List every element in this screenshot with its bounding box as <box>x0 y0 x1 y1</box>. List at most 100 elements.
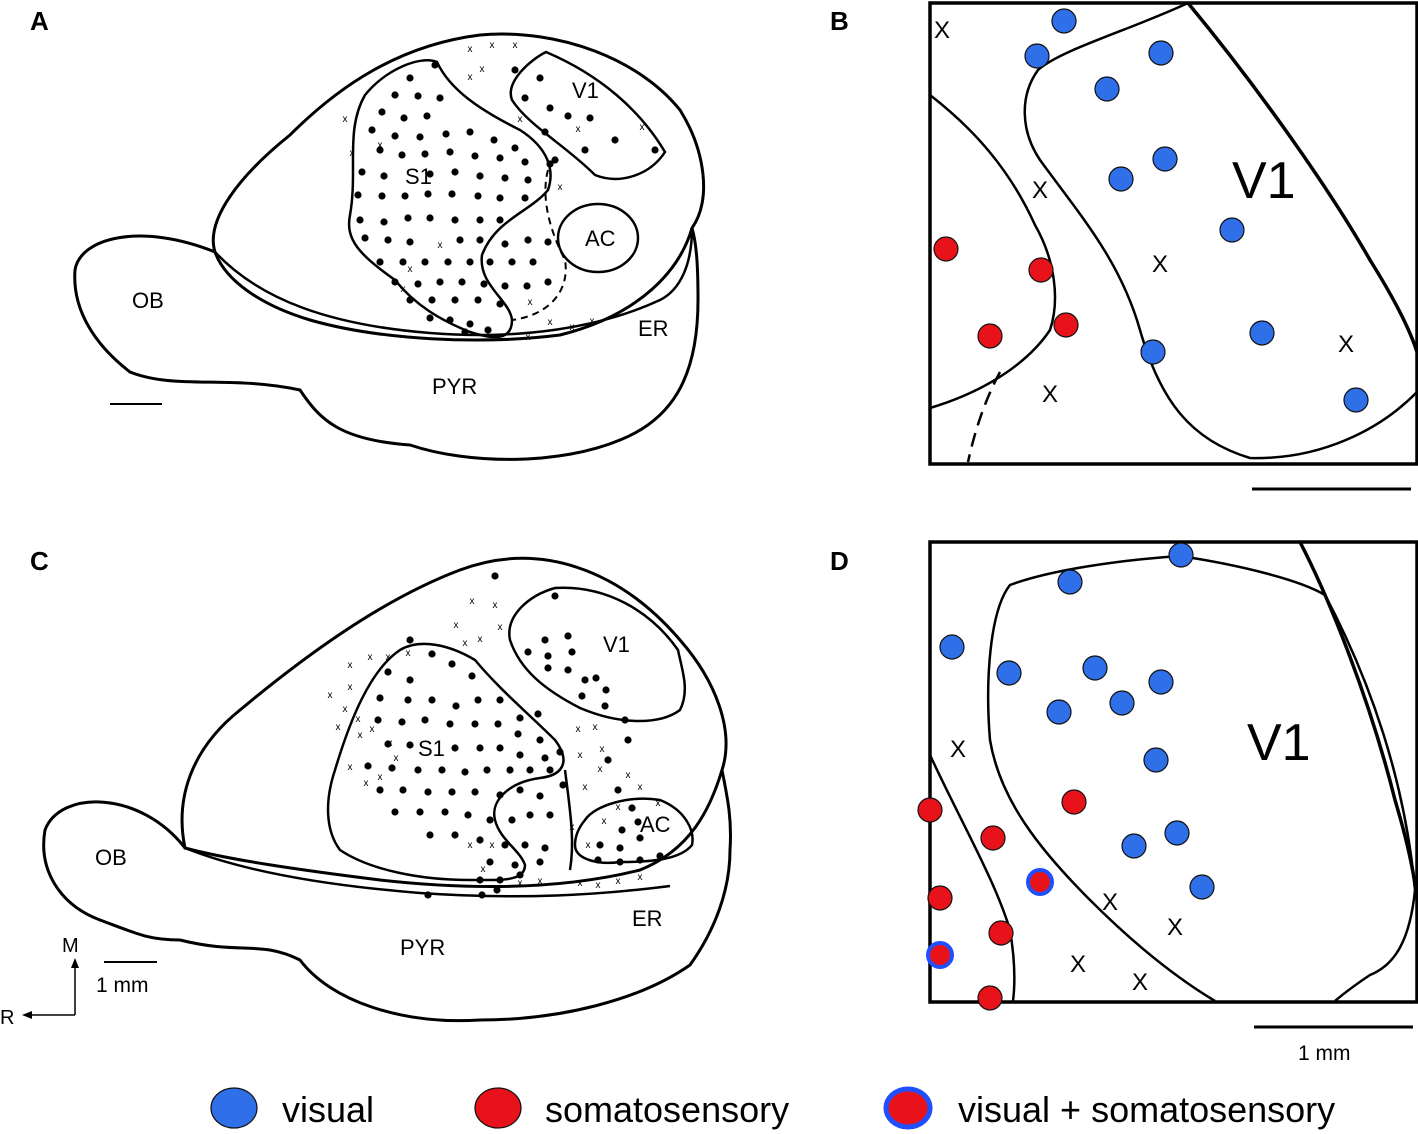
recording-dot <box>436 94 444 102</box>
recording-dot <box>521 94 529 102</box>
recording-dot <box>501 174 509 182</box>
recording-dot <box>544 664 552 672</box>
recording-dot <box>421 258 429 266</box>
recording-dot <box>374 716 382 724</box>
rhinal-line <box>184 846 671 898</box>
recording-dot <box>614 786 622 794</box>
visual-site <box>1108 166 1134 192</box>
x-marker: x <box>493 600 498 611</box>
recording-dot <box>421 150 429 158</box>
recording-dot <box>521 194 529 202</box>
x-marker: x <box>368 652 373 663</box>
recording-dot <box>534 710 542 718</box>
recording-dot <box>541 128 549 136</box>
recording-dot <box>446 316 454 324</box>
recording-dot <box>559 781 567 789</box>
recording-dot <box>391 278 399 286</box>
bimodal-sites <box>926 868 1054 969</box>
x-marker: x <box>406 648 411 659</box>
x-marker: X <box>1102 889 1118 916</box>
recording-dot <box>480 280 488 288</box>
ac-border <box>556 202 640 274</box>
recording-dot <box>474 192 482 200</box>
recording-dot <box>423 112 431 120</box>
recording-dot <box>431 61 439 69</box>
recording-dot <box>426 214 434 222</box>
recording-dot <box>516 786 524 794</box>
recording-dot <box>486 258 494 266</box>
recording-dot <box>426 831 434 839</box>
somatosensory-site <box>933 236 959 262</box>
recording-dot <box>461 328 469 336</box>
v1-border <box>509 50 667 181</box>
x-marker: x <box>596 880 601 891</box>
recording-dot <box>651 146 659 154</box>
somatosensory-site <box>988 920 1014 946</box>
visual-site <box>1219 217 1245 243</box>
recording-dot <box>523 282 531 290</box>
somatosensory-site <box>977 323 1003 349</box>
x-marker: x <box>578 750 583 761</box>
recording-dot <box>496 791 504 799</box>
recording-dot <box>514 730 522 738</box>
recording-dot <box>446 720 454 728</box>
x-marker: x <box>586 840 591 851</box>
recording-dot <box>406 636 414 644</box>
recording-dot <box>564 632 572 640</box>
recording-dot <box>391 132 399 140</box>
x-marker: x <box>518 114 523 125</box>
x-marker: x <box>470 596 475 607</box>
recording-dot <box>564 112 572 120</box>
x-marker: x <box>348 762 353 773</box>
recording-dot <box>421 716 429 724</box>
legend-bimodal: visual + somatosensory <box>883 1086 1335 1130</box>
recording-dot <box>476 236 484 244</box>
recording-dot <box>378 108 386 116</box>
recording-dot <box>466 128 474 136</box>
recording-dot <box>476 216 484 224</box>
recording-dot <box>428 696 436 704</box>
recording-dot <box>361 234 369 242</box>
ac-label: AC <box>585 226 616 251</box>
x-marker: X <box>1042 381 1058 408</box>
recording-dot <box>541 844 549 852</box>
x-marker: x <box>640 122 645 133</box>
recording-dot <box>404 214 412 222</box>
x-marker: X <box>1167 914 1183 941</box>
x-marker: x <box>638 782 643 793</box>
ac-border <box>573 797 694 864</box>
recording-dot <box>511 861 519 869</box>
recording-dot <box>496 300 504 308</box>
recording-dot <box>521 841 529 849</box>
recording-dot <box>474 696 482 704</box>
recording-dot <box>501 841 509 849</box>
recording-dot <box>516 751 524 759</box>
visual-site <box>939 634 965 660</box>
recording-dot <box>356 216 364 224</box>
legend-somatosensory-label: somatosensory <box>545 1089 789 1130</box>
recording-dot <box>444 258 452 266</box>
recording-dot <box>544 652 552 660</box>
x-marker: x <box>348 660 353 671</box>
panel-d-frame <box>928 540 1418 1004</box>
panel-d-letter: D <box>830 546 849 576</box>
x-marker: x <box>370 724 375 735</box>
x-marker: x <box>478 634 483 645</box>
recording-dot <box>544 238 552 246</box>
x-marker: x <box>408 264 413 275</box>
orientation-indicator: M R <box>0 935 79 1029</box>
recording-dot <box>428 296 436 304</box>
x-marker: x <box>388 738 393 749</box>
recording-dot <box>536 736 544 744</box>
x-marker: x <box>526 332 531 343</box>
recording-dot <box>388 764 396 772</box>
recording-dot <box>578 692 586 700</box>
recording-dot <box>624 736 632 744</box>
somatosensory-sites <box>933 236 1079 349</box>
recording-dot <box>496 696 504 704</box>
recording-dot <box>602 686 610 694</box>
somatosensory-site <box>980 825 1006 851</box>
